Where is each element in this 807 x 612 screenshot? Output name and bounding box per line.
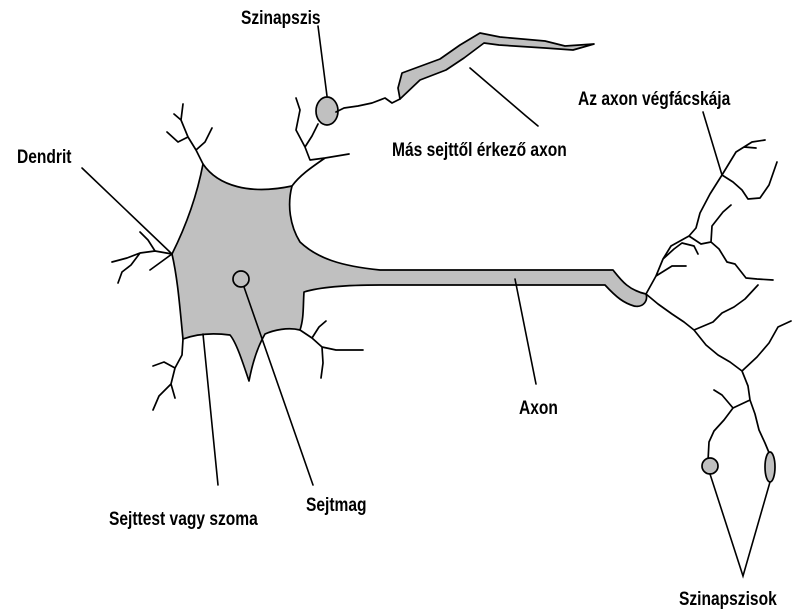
leader-dendrit: [82, 168, 172, 254]
incoming-axon: [398, 33, 594, 99]
axon-terminal-upper: [646, 140, 777, 294]
label-axon-terminal: Az axon végfácskája: [578, 88, 731, 110]
label-sejttest: Sejttest vagy szoma: [109, 508, 258, 530]
dendrite-lower-left: [153, 339, 183, 410]
leader-szinapszis: [318, 26, 327, 96]
leader-axon: [515, 279, 536, 384]
dendrite-upper-left: [167, 104, 212, 164]
synapse-bulb-bottom-left: [702, 458, 718, 474]
synapse-bulb-top: [316, 97, 338, 125]
label-incoming-axon: Más sejttől érkező axon: [392, 139, 567, 161]
dendrite-lower-right: [300, 321, 363, 378]
axon-terminal-lower: [646, 285, 791, 461]
cell-nucleus: [233, 271, 249, 287]
label-sejtmag: Sejtmag: [306, 494, 367, 516]
synapse-bulb-bottom-right: [765, 452, 775, 482]
leader-szinapszisok: [710, 474, 770, 576]
dendrite-left: [112, 232, 172, 283]
leader-incoming-axon: [470, 68, 538, 126]
incoming-axon-thin-segment: [336, 98, 400, 112]
leader-axon-terminal: [703, 112, 722, 175]
label-axon: Axon: [519, 397, 558, 419]
label-dendrit: Dendrit: [17, 146, 72, 168]
label-szinapszis: Szinapszis: [241, 7, 321, 29]
leader-sejttest: [203, 334, 218, 485]
label-szinapszisok: Szinapszisok: [679, 588, 777, 610]
